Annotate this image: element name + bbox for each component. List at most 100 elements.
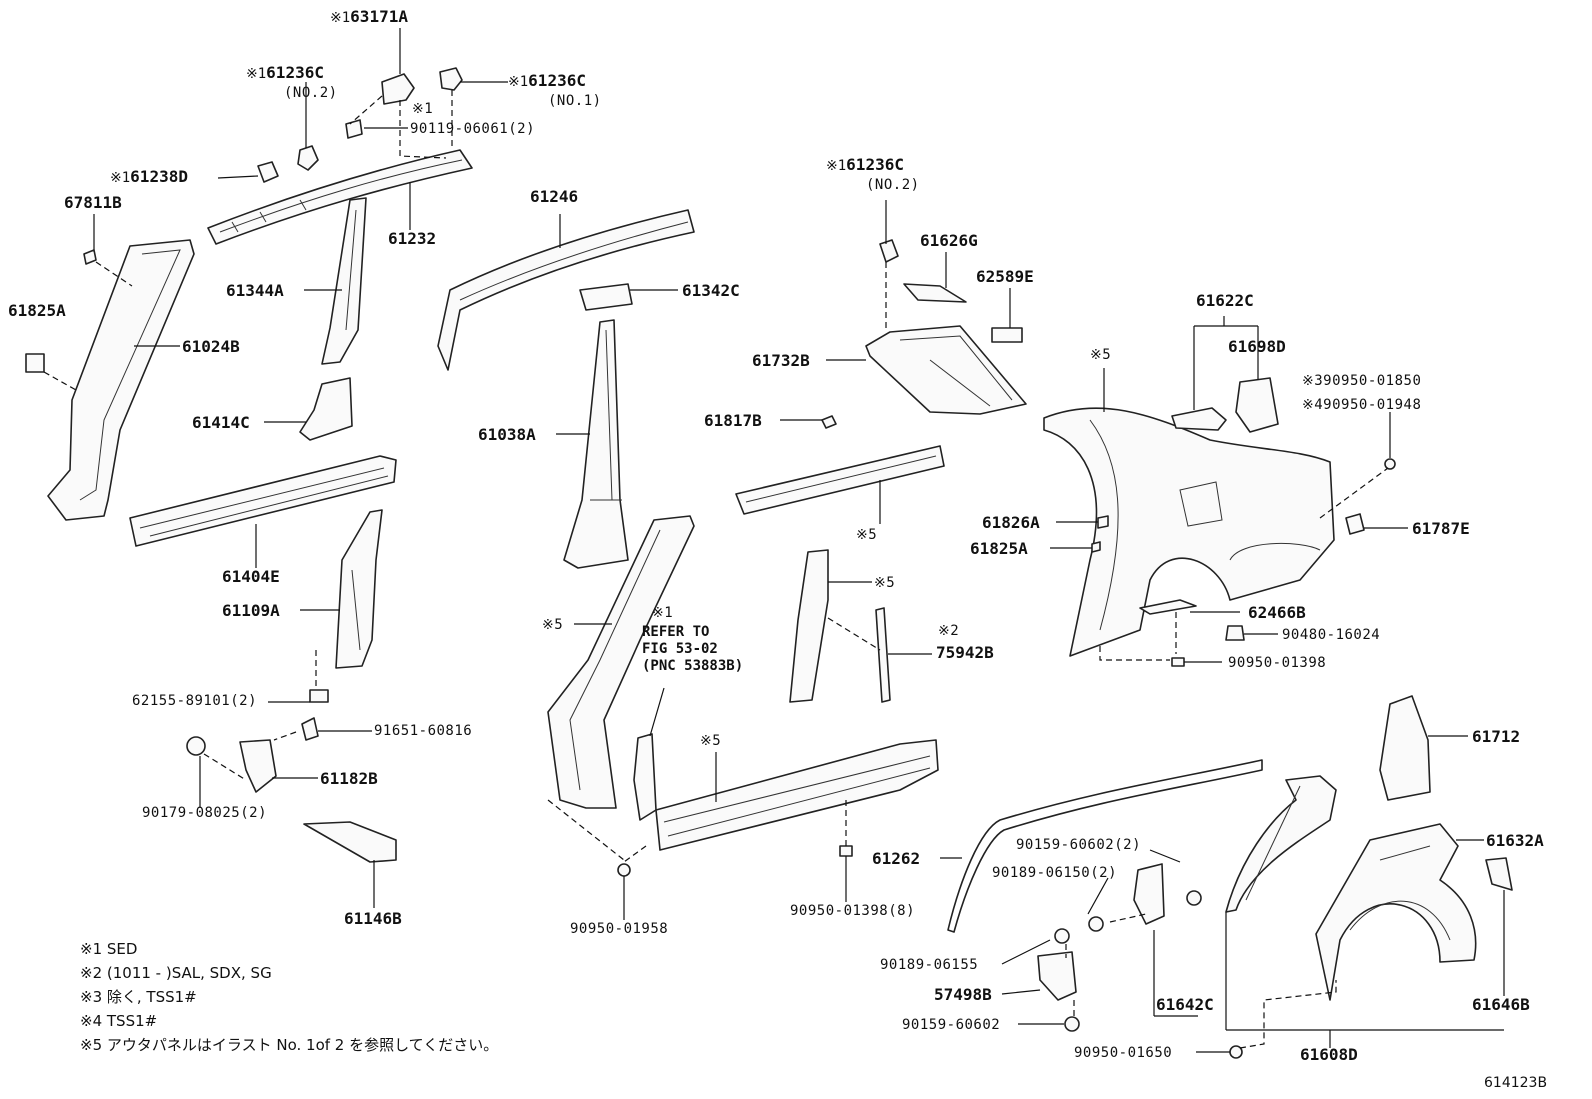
roof-inner-rail-part xyxy=(437,209,695,371)
label-61825a-left: 61825A xyxy=(8,301,66,320)
note-1: ※1 SED xyxy=(80,940,138,958)
plug-90950-01398-part xyxy=(1171,657,1185,667)
seal-61825a-right-part xyxy=(1091,541,1101,553)
label-63171a: ※163171A xyxy=(330,7,408,27)
label-62589e: 62589E xyxy=(976,267,1034,286)
clip-61236c-no2-part xyxy=(297,145,319,171)
label-90480: 90480-16024 xyxy=(1282,627,1381,643)
front-pillar-part xyxy=(47,239,195,521)
panel-61646b-part xyxy=(1485,857,1513,891)
seal-62466b-part xyxy=(1139,599,1197,615)
label-61608d: 61608D xyxy=(1300,1045,1358,1064)
label-61236c-no1: ※161236C xyxy=(508,71,586,91)
bracket-61342c-part xyxy=(579,283,633,311)
plug-90950-01398-8-part xyxy=(839,845,853,857)
rocker-outer-part xyxy=(655,739,939,851)
wheelhouse-inner-part xyxy=(1225,775,1337,913)
pad-62589e-part xyxy=(991,327,1023,343)
plate-61626g-part xyxy=(903,283,967,303)
label-61787e: 61787E xyxy=(1412,519,1470,538)
note-5: ※5 アウタパネルはイラスト No. 1of 2 を参照してください。 xyxy=(80,1036,499,1054)
label-61642c: 61642C xyxy=(1156,995,1214,1014)
label-90950-01850: ※390950-01850 xyxy=(1302,373,1422,389)
label-61342c: 61342C xyxy=(682,281,740,300)
figure-code: 614123B xyxy=(1484,1075,1548,1091)
leader-lines xyxy=(93,28,1505,1053)
clip-90189-06155-part xyxy=(1054,928,1070,944)
roof-side-inner-rear-part xyxy=(865,325,1027,415)
label-61262: 61262 xyxy=(872,849,921,868)
bolt-90119-part xyxy=(345,119,363,139)
label-61182b: 61182B xyxy=(320,769,378,788)
roof-side-rail-part xyxy=(207,149,473,245)
clip-61236c-no1-part xyxy=(439,67,463,91)
label-67811b: 67811B xyxy=(64,193,122,212)
label-mark5-d: ※5 xyxy=(874,575,896,591)
label-61622c: 61622C xyxy=(1196,291,1254,310)
label-90119: 90119-06061(2) xyxy=(410,121,536,137)
clip-90189-06150-part xyxy=(1088,916,1104,932)
nut-90480-part xyxy=(1225,625,1245,641)
label-mark-90119: ※1 xyxy=(412,101,434,117)
weatherstrip-61262-part xyxy=(947,759,1263,933)
label-61632a: 61632A xyxy=(1486,831,1544,850)
quarter-rail-part xyxy=(735,445,945,515)
quarter-pillar-part xyxy=(335,509,383,669)
label-90159-2: 90159-60602(2) xyxy=(1016,837,1142,853)
center-pillar-inner-part xyxy=(563,319,629,569)
label-90159: 90159-60602 xyxy=(902,1017,1001,1033)
seal-61817b-part xyxy=(821,415,837,429)
note-4: ※4 TSS1# xyxy=(80,1012,158,1030)
label-61109a: 61109A xyxy=(222,601,280,620)
label-61414c: 61414C xyxy=(192,413,250,432)
label-61826a: 61826A xyxy=(982,513,1040,532)
label-61698d: 61698D xyxy=(1228,337,1286,356)
label-61626g: 61626G xyxy=(920,231,978,250)
label-61404e: 61404E xyxy=(222,567,280,586)
label-90950-01948: ※490950-01948 xyxy=(1302,397,1422,413)
label-61236c-no2-mid: ※161236C xyxy=(826,155,904,175)
front-pillar-outer-part xyxy=(547,515,695,809)
label-61825a-right: 61825A xyxy=(970,539,1028,558)
label-61232: 61232 xyxy=(388,229,437,248)
seal-67811b-part xyxy=(83,249,97,265)
bracket-57498b-part xyxy=(1037,951,1077,1001)
bracket-61622c-part xyxy=(1171,407,1227,431)
seal-61826a-part xyxy=(1097,515,1109,529)
rear-pillar-outer-part xyxy=(789,549,829,703)
label-mark5-c: ※5 xyxy=(856,527,878,543)
seal-61825a-left-part xyxy=(25,353,45,373)
label-61732b: 61732B xyxy=(752,351,810,370)
label-90950-01398: 90950-01398 xyxy=(1228,655,1327,671)
screw-90159-60602-part xyxy=(1186,890,1202,906)
label-90950-01398-8: 90950-01398(8) xyxy=(790,903,916,919)
clip-61236c-no2-mid-part xyxy=(879,239,899,263)
label-mark2: ※2 xyxy=(938,623,960,639)
label-61238d: ※161238D xyxy=(110,167,188,187)
label-91651: 91651-60816 xyxy=(374,723,473,739)
center-pillar-reinforcement-part xyxy=(321,197,367,365)
note-3: ※3 除く, TSS1# xyxy=(80,988,197,1006)
label-no2-mid: (NO.2) xyxy=(866,177,920,193)
label-mark1-refer: ※1 xyxy=(652,605,674,621)
bracket-61182b-part xyxy=(239,739,277,793)
garnish-75942b-part xyxy=(875,607,891,703)
label-62155: 62155-89101(2) xyxy=(132,693,258,709)
label-no1: (NO.1) xyxy=(548,93,602,109)
bracket-90159-pair-part xyxy=(1133,863,1165,925)
label-61024b: 61024B xyxy=(182,337,240,356)
pad-62155-part xyxy=(309,689,329,703)
clip-61238d-part xyxy=(257,161,279,183)
label-61646b: 61646B xyxy=(1472,995,1530,1014)
gusset-61146b-part xyxy=(303,821,397,863)
label-61246: 61246 xyxy=(530,187,579,206)
brace-61414c-part xyxy=(299,377,353,441)
plug-90950-01958-part xyxy=(617,863,631,877)
plug-90950-01850-part xyxy=(1384,458,1396,470)
assembly-lines xyxy=(43,90,1389,1049)
label-no2-left: (NO.2) xyxy=(284,85,338,101)
label-61817b: 61817B xyxy=(704,411,762,430)
bracket-63171a-part xyxy=(381,73,415,105)
